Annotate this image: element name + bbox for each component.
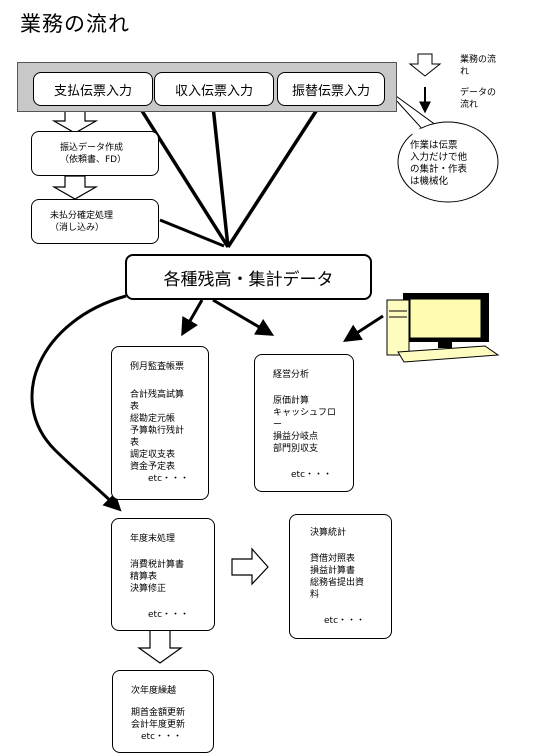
arrow-computer-analysis xyxy=(342,314,384,342)
callout-text: 作業は伝票 入力だけで他 の集計・作表 は機械化 xyxy=(410,140,468,187)
monthly-etc: etc・・・ xyxy=(148,474,190,484)
line-payment-central xyxy=(135,102,230,248)
yearend-item: 消費税計算書 xyxy=(130,560,185,570)
line-unpaid-central xyxy=(159,218,225,248)
monthly-item: 資金予定表 xyxy=(130,462,176,472)
legend-business-arrow xyxy=(408,53,442,77)
central-data-box: 各種残高・集計データ xyxy=(125,254,372,300)
payment-input-box: 支払伝票入力 xyxy=(33,72,153,106)
settlement-item: 貸借対照表 xyxy=(310,554,356,564)
monthly-item: 調定収支表 xyxy=(130,450,176,460)
monthly-audit-title: 例月監査帳票 xyxy=(130,362,185,372)
line-transfer-central xyxy=(226,104,322,248)
yearend-item: 精算表 xyxy=(130,572,158,582)
analysis-etc: etc・・・ xyxy=(291,470,333,480)
hollow-arrow-2 xyxy=(51,175,99,200)
analysis-box: 経営分析 原価計算 キャッシュフロ ー 損益分岐点 部門別収支 etc・・・ xyxy=(254,354,354,492)
settlement-item: 損益計算書 xyxy=(310,566,356,576)
line-receipt-central xyxy=(211,105,230,248)
analysis-item: 損益分岐点 xyxy=(273,432,319,442)
legend-data-label: データの 流れ xyxy=(460,88,497,110)
page-title: 業務の流れ xyxy=(20,12,130,36)
callout-bubble xyxy=(397,121,499,203)
carryover-box: 次年度繰越 期首金額更新 会計年度更新 etc・・・ xyxy=(112,670,214,753)
computer-icon xyxy=(386,293,500,363)
yearend-etc: etc・・・ xyxy=(148,610,190,620)
analysis-item: 部門別収支 xyxy=(273,444,319,454)
curve-central-yearend xyxy=(30,294,127,512)
settlement-etc: etc・・・ xyxy=(324,616,366,626)
yearend-item: 決算修正 xyxy=(130,584,167,594)
analysis-item: 原価計算 xyxy=(273,396,310,406)
legend-business-label: 業務の流 れ xyxy=(460,55,497,77)
carryover-item: 会計年度更新 xyxy=(131,720,186,730)
yearend-box: 年度末処理 消費税計算書 精算表 決算修正 etc・・・ xyxy=(111,518,215,631)
analysis-title: 経営分析 xyxy=(273,370,310,380)
carryover-title: 次年度繰越 xyxy=(131,686,177,696)
hollow-arrow-down xyxy=(137,629,183,664)
monthly-item: 合計残高試算 表 xyxy=(130,390,185,412)
settlement-item: 総務省提出資 料 xyxy=(310,578,365,600)
settlement-box: 決算統計 貸借対照表 損益計算書 総務省提出資 料 etc・・・ xyxy=(289,514,392,639)
monthly-audit-box: 例月監査帳票 合計残高試算 表 総勘定元帳 予算執行残計 表 調定収支表 資金予… xyxy=(111,346,209,500)
arrow-central-analysis xyxy=(212,298,275,336)
carryover-item: 期首金額更新 xyxy=(131,708,186,718)
transfer-data-box: 振込データ作成 （依頼書、FD） xyxy=(31,131,159,176)
analysis-item: キャッシュフロ ー xyxy=(273,408,337,430)
monthly-item: 予算執行残計 表 xyxy=(130,426,185,448)
receipt-input-box: 収入伝票入力 xyxy=(154,72,274,106)
transfer-input-box: 振替伝票入力 xyxy=(277,72,385,106)
settlement-title: 決算統計 xyxy=(310,528,347,538)
monthly-item: 総勘定元帳 xyxy=(130,414,176,424)
yearend-title: 年度末処理 xyxy=(130,534,176,544)
hollow-arrow-1 xyxy=(51,110,99,134)
unpaid-box: 未払分確定処理 （消し込み） xyxy=(31,199,159,244)
carryover-etc: etc・・・ xyxy=(141,732,183,742)
arrow-central-monthly xyxy=(181,299,204,337)
hollow-arrow-right xyxy=(231,547,269,586)
